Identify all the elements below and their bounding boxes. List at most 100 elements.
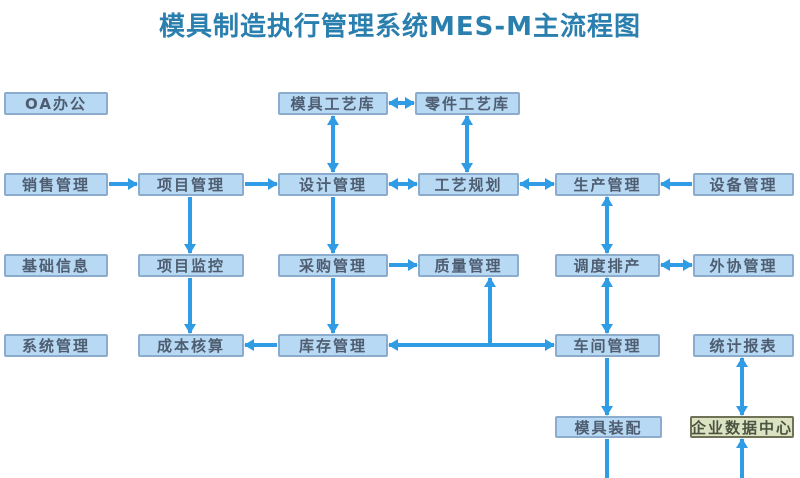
connector-line xyxy=(605,278,609,333)
connector-report-to-data-center xyxy=(736,357,748,416)
connector-part-lib-to-process-plan xyxy=(461,115,473,173)
arrowhead-icon xyxy=(601,324,613,334)
connector-mold-lib-to-design xyxy=(327,115,339,173)
arrowhead-icon xyxy=(327,324,339,334)
connector-line xyxy=(661,182,692,186)
connector-line xyxy=(245,343,277,347)
arrowhead-icon xyxy=(601,406,613,416)
connector-line xyxy=(389,182,417,186)
arrowhead-icon xyxy=(660,178,670,190)
flow-node-monitor: 项目监控 xyxy=(138,254,244,277)
page-title: 模具制造执行管理系统MES-M主流程图 xyxy=(158,12,642,42)
connector-line xyxy=(188,278,192,333)
arrowhead-icon xyxy=(461,163,473,173)
flow-node-equipment: 设备管理 xyxy=(693,173,794,196)
connector-line xyxy=(605,197,609,253)
connector-line xyxy=(389,101,414,105)
connector-equipment-to-production xyxy=(660,178,692,190)
arrowhead-icon xyxy=(388,97,398,109)
flow-node-data-center: 企业数据中心 xyxy=(690,416,794,438)
arrowhead-icon xyxy=(545,339,555,351)
connector-line xyxy=(331,197,335,253)
flow-node-quality: 质量管理 xyxy=(418,254,519,277)
arrowhead-icon xyxy=(519,178,529,190)
flow-node-mold-lib: 模具工艺库 xyxy=(278,92,388,115)
arrowhead-icon xyxy=(601,196,613,206)
arrowhead-icon xyxy=(184,244,196,254)
connector-line xyxy=(661,263,692,267)
connector-line xyxy=(520,182,554,186)
connector-design-to-purchase xyxy=(327,197,339,254)
arrowhead-icon xyxy=(660,259,670,271)
arrowhead-icon xyxy=(601,277,613,287)
flow-node-system: 系统管理 xyxy=(4,334,108,357)
connector-project-to-design xyxy=(245,178,278,190)
flow-node-report: 统计报表 xyxy=(693,334,794,357)
arrowhead-icon xyxy=(736,357,748,367)
connector-mold-lib-to-part-lib xyxy=(388,97,415,109)
arrowhead-icon xyxy=(484,277,496,287)
connector-line xyxy=(605,358,609,415)
arrowhead-icon xyxy=(545,178,555,190)
connector-line xyxy=(488,278,492,345)
connector-line xyxy=(389,263,417,267)
arrowhead-icon xyxy=(405,97,415,109)
arrowhead-icon xyxy=(736,406,748,416)
arrowhead-icon xyxy=(601,244,613,254)
connector-line xyxy=(109,182,137,186)
arrowhead-icon xyxy=(184,324,196,334)
arrowhead-icon xyxy=(388,178,398,190)
flow-node-project: 项目管理 xyxy=(138,173,244,196)
arrowhead-icon xyxy=(388,339,398,351)
flow-node-assembly: 模具装配 xyxy=(555,416,662,438)
arrowhead-icon xyxy=(128,178,138,190)
connector-purchase-to-quality xyxy=(389,259,418,271)
connector-project-to-monitor xyxy=(184,197,196,254)
connector-line xyxy=(740,358,744,415)
flow-node-oa-office: OA办公 xyxy=(4,92,108,115)
connector-purchase-to-inventory xyxy=(327,278,339,334)
connector-line xyxy=(465,116,469,172)
flow-node-workshop: 车间管理 xyxy=(555,334,660,357)
arrowhead-icon xyxy=(327,163,339,173)
connector-line xyxy=(331,278,335,333)
arrowhead-icon xyxy=(408,259,418,271)
connector-line xyxy=(740,439,744,478)
arrowhead-icon xyxy=(461,115,473,125)
connector-schedule-to-workshop xyxy=(601,277,613,334)
connector-branch-up-to-quality xyxy=(484,277,496,345)
flow-node-schedule: 调度排产 xyxy=(555,254,660,277)
connector-line xyxy=(605,439,609,478)
connector-line xyxy=(188,197,192,253)
flow-node-design: 设计管理 xyxy=(278,173,388,196)
connector-bottom-up-to-data-center xyxy=(736,438,748,478)
arrowhead-icon xyxy=(268,178,278,190)
connector-line xyxy=(245,182,277,186)
connector-sales-to-project xyxy=(109,178,138,190)
flow-node-outsource: 外协管理 xyxy=(693,254,794,277)
flow-node-purchase: 采购管理 xyxy=(278,254,388,277)
connector-inventory-to-workshop xyxy=(388,339,555,351)
connector-design-to-process-plan xyxy=(388,178,418,190)
flow-node-production: 生产管理 xyxy=(555,173,660,196)
arrowhead-icon xyxy=(408,178,418,190)
connector-schedule-to-outsource xyxy=(660,259,693,271)
connector-monitor-to-cost xyxy=(184,278,196,334)
connector-assembly-down-offscreen xyxy=(601,439,613,478)
connector-process-plan-to-production xyxy=(519,178,555,190)
flow-node-base-info: 基础信息 xyxy=(4,254,108,277)
arrowhead-icon xyxy=(683,259,693,271)
flow-node-sales: 销售管理 xyxy=(4,173,108,196)
flow-node-process-plan: 工艺规划 xyxy=(418,173,519,196)
connector-production-to-schedule xyxy=(601,196,613,254)
arrowhead-icon xyxy=(327,115,339,125)
connector-inventory-to-cost xyxy=(244,339,277,351)
flow-node-cost: 成本核算 xyxy=(138,334,244,357)
connector-line xyxy=(389,343,554,347)
flow-node-part-lib: 零件工艺库 xyxy=(415,92,520,115)
arrowhead-icon xyxy=(244,339,254,351)
connector-workshop-to-assembly xyxy=(601,358,613,416)
arrowhead-icon xyxy=(736,438,748,448)
flow-node-inventory: 库存管理 xyxy=(278,334,388,357)
